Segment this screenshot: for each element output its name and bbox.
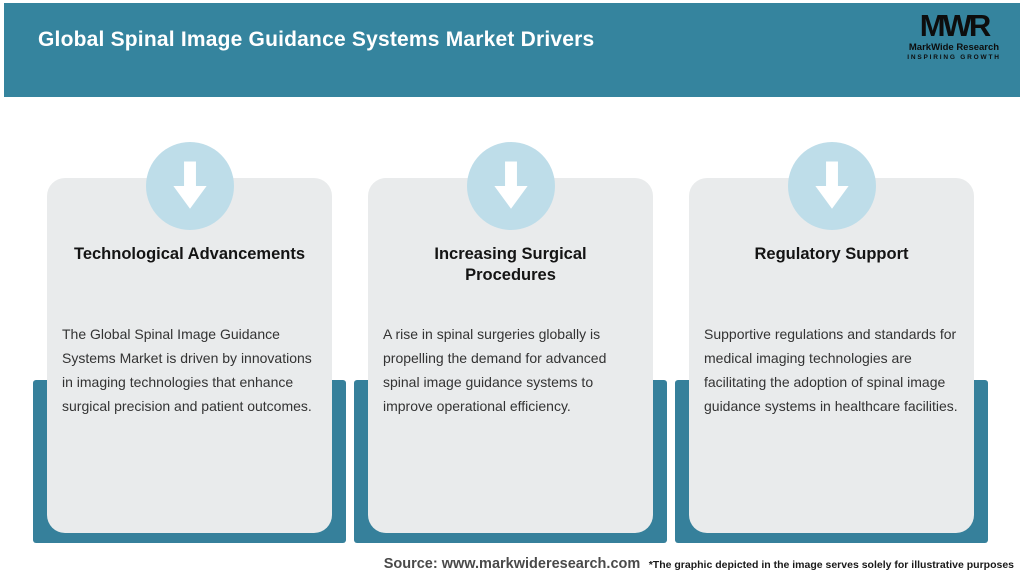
card-title: Increasing Surgical Procedures	[434, 245, 587, 284]
card-title: Regulatory Support	[754, 245, 909, 263]
down-arrow-icon	[169, 158, 211, 214]
markwide-research-logo: MWR MarkWide Research INSPIRING GROWTH	[902, 10, 1006, 62]
down-arrow-icon	[811, 158, 853, 214]
header-bar: Global Spinal Image Guidance Systems Mar…	[4, 3, 1020, 97]
card-description: The Global Spinal Image Guidance Systems…	[62, 326, 312, 414]
arrow-circle	[145, 142, 234, 230]
logo-acronym: MWR	[919, 8, 991, 43]
disclaimer-text: *The graphic depicted in the image serve…	[648, 559, 1014, 571]
logo-name: MarkWide Research	[908, 42, 1000, 53]
source-text: Source: www.markwideresearch.com	[383, 556, 641, 572]
driver-card-technological-advancements: Technological Advancements The Global Sp…	[47, 142, 332, 533]
down-arrow-icon	[490, 158, 532, 214]
card-description: A rise in spinal surgeries globally is p…	[383, 326, 607, 414]
card-title: Technological Advancements	[73, 245, 306, 263]
arrow-circle	[466, 142, 555, 230]
arrow-circle	[787, 142, 876, 230]
driver-card-increasing-surgical-procedures: Increasing Surgical Procedures A rise in…	[368, 142, 653, 533]
page-title: Global Spinal Image Guidance Systems Mar…	[38, 28, 595, 51]
driver-card-regulatory-support: Regulatory Support Supportive regulation…	[689, 142, 974, 533]
logo-tagline: INSPIRING GROWTH	[907, 54, 1001, 61]
card-description: Supportive regulations and standards for…	[704, 326, 958, 414]
